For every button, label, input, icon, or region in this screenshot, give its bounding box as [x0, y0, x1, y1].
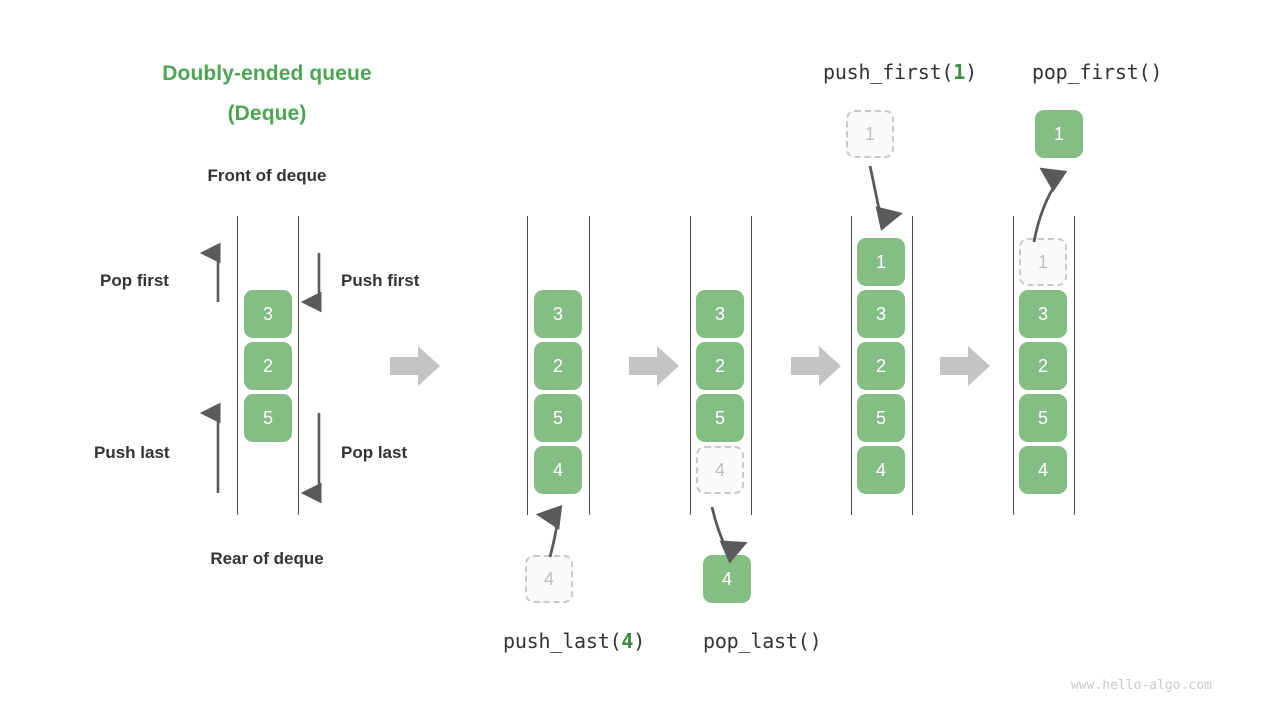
- push-first-insert-arrow: [868, 165, 903, 231]
- op-label-pop-last: pop_last(): [703, 629, 822, 653]
- element-box: 1: [857, 238, 905, 286]
- stage-pop-last-rail-right: [751, 216, 752, 515]
- flow-arrow-3: [791, 346, 841, 386]
- page-title-line2: (Deque): [227, 102, 307, 125]
- pop-first-label: Pop first: [100, 271, 169, 290]
- pop-first-eject-arrow: [1032, 167, 1068, 243]
- watermark: www.hello-algo.com: [1071, 678, 1212, 693]
- element-box: 3: [857, 290, 905, 338]
- element-box: 3: [1019, 290, 1067, 338]
- element-box: 3: [244, 290, 292, 338]
- element-box: 4: [696, 446, 744, 494]
- op-label-pop-first: pop_first(): [1032, 60, 1162, 84]
- op-label-push-first: push_first(1): [823, 60, 977, 84]
- op-label-push-last-arg: 4: [621, 629, 634, 653]
- page-title-line1: Doubly-ended queue: [162, 62, 372, 85]
- stage-pop-first-rail-right: [1074, 216, 1075, 515]
- op-label-push-last: push_last(4): [503, 629, 645, 653]
- floating-element-box: 1: [1035, 110, 1083, 158]
- stage-push-first-rail-right: [912, 216, 913, 515]
- element-box: 2: [857, 342, 905, 390]
- page-title: Doubly-ended queue (Deque): [142, 54, 392, 134]
- stage-initial-rail-right: [298, 216, 299, 515]
- rear-of-deque-label: Rear of deque: [210, 549, 324, 568]
- element-box: 2: [1019, 342, 1067, 390]
- legend-direction-arrows: [199, 242, 322, 504]
- pop-last-label: Pop last: [341, 443, 408, 462]
- push-last-insert-arrow: [535, 504, 563, 558]
- stage-initial-rail-left: [237, 216, 238, 515]
- element-box: 3: [534, 290, 582, 338]
- stage-pop-first-floating-box: 1: [1035, 110, 1083, 158]
- op-label-push-last-name: push_last(: [503, 629, 622, 653]
- element-box: 1: [1019, 238, 1067, 286]
- element-box: 2: [696, 342, 744, 390]
- element-box: 5: [244, 394, 292, 442]
- stage-push-last-rail-left: [527, 216, 528, 515]
- op-label-push-first-name: push_first(: [823, 60, 954, 84]
- element-box: 4: [534, 446, 582, 494]
- element-box: 2: [534, 342, 582, 390]
- element-box: 5: [696, 394, 744, 442]
- element-box: 5: [534, 394, 582, 442]
- op-label-push-last-close: ): [633, 629, 646, 653]
- element-box: 5: [857, 394, 905, 442]
- stage-push-first-floating-box: 1: [846, 110, 894, 158]
- pop-last-eject-arrow: [710, 506, 748, 564]
- element-box: 5: [1019, 394, 1067, 442]
- op-label-push-first-arg: 1: [953, 60, 966, 84]
- push-last-label: Push last: [94, 443, 170, 462]
- front-of-deque-label: Front of deque: [207, 166, 327, 185]
- op-label-push-first-close: ): [965, 60, 977, 84]
- flow-arrow-1: [390, 346, 440, 386]
- floating-element-box: 1: [846, 110, 894, 158]
- stage-push-last-rail-right: [589, 216, 590, 515]
- op-label-pop-first-name: pop_first(): [1032, 60, 1163, 84]
- element-box: 4: [857, 446, 905, 494]
- flow-arrow-4: [940, 346, 990, 386]
- element-box: 3: [696, 290, 744, 338]
- op-label-pop-last-name: pop_last(): [703, 629, 822, 653]
- element-box: 4: [1019, 446, 1067, 494]
- stage-push-first-rail-left: [851, 216, 852, 515]
- stage-pop-first-rail-left: [1013, 216, 1014, 515]
- stage-push-last-floating-box: 4: [525, 555, 573, 603]
- flow-arrow-2: [629, 346, 679, 386]
- push-first-label: Push first: [341, 271, 420, 290]
- stage-pop-last-rail-left: [690, 216, 691, 515]
- floating-element-box: 4: [525, 555, 573, 603]
- element-box: 2: [244, 342, 292, 390]
